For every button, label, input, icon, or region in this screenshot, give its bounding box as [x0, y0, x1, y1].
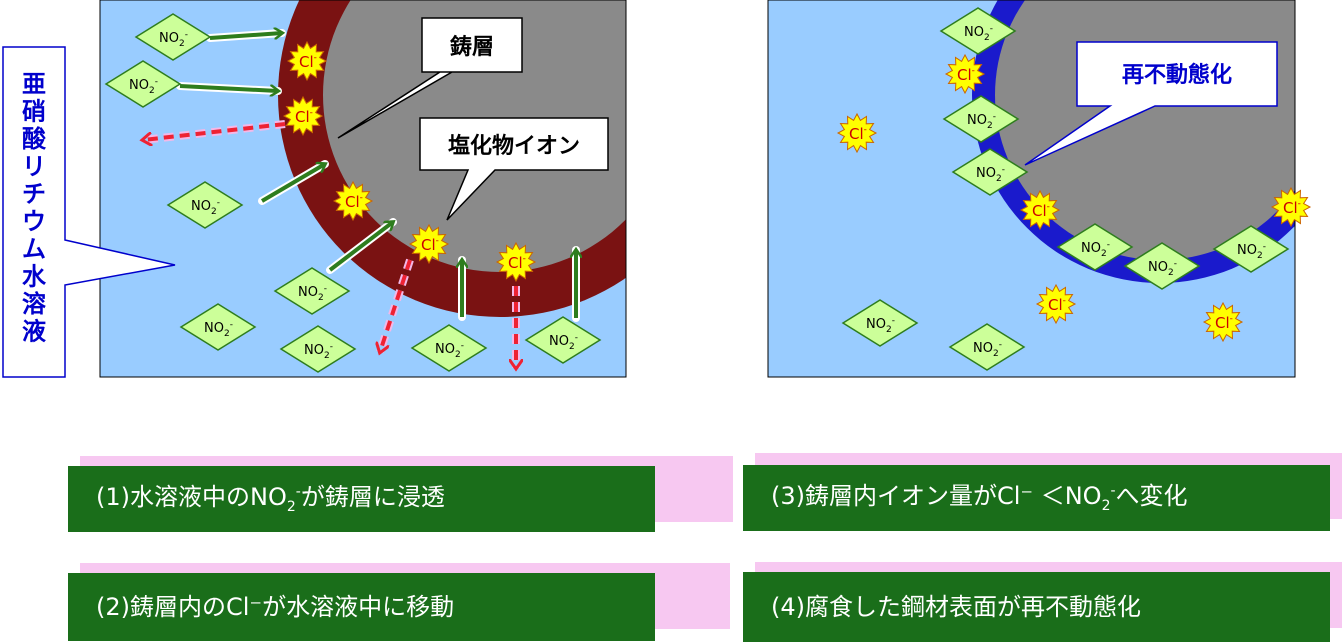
chloride-ion: Cl-	[1035, 283, 1077, 325]
nitrite-ion: NO2-	[948, 323, 1026, 371]
nitrite-inflow-arrows	[176, 33, 576, 322]
inflow-arrow	[209, 33, 282, 40]
chloride-ion: Cl-	[836, 112, 878, 154]
callout-rust: 鋳層	[337, 17, 523, 139]
nitrite-ion: NO2-	[841, 299, 919, 347]
chloride-ion: Cl-	[1202, 301, 1244, 343]
nitrite-ion: NO2-	[1123, 242, 1201, 290]
nitrite-label: NO2-	[964, 24, 993, 43]
chloride-label: Cl-	[849, 125, 867, 143]
nitrite-ion: NO2-	[1056, 223, 1134, 271]
chloride-ion: Cl-	[944, 53, 986, 95]
nitrite-ion: NO2-	[134, 13, 212, 61]
callout-rust-text: 鋳層	[450, 34, 494, 60]
nitrite-ion: NO2-	[1212, 225, 1290, 273]
nitrite-ion: NO2-	[524, 316, 602, 364]
callout-repassivation-bubble	[1024, 41, 1278, 166]
chloride-label: Cl-	[421, 236, 439, 254]
nitrite-label: NO2-	[1237, 242, 1266, 261]
chloride-label: Cl-	[957, 66, 975, 84]
callout-chloride-bubble	[419, 117, 609, 221]
nitrite-ion: NO2-	[410, 324, 488, 372]
chloride-ion: Cl-	[286, 40, 328, 82]
caption-step-4-text: (4)腐食した鋼材表面が再不動態化	[771, 593, 1141, 621]
chloride-label: Cl-	[1283, 199, 1301, 217]
ions-layer: NO2- NO2- Cl- Cl- NO2- Cl- NO2- Cl- Cl- NO2- NO2- N…	[104, 7, 1312, 373]
nitrite-label: NO2-	[866, 316, 895, 335]
callout-solution-bubble	[2, 46, 176, 378]
inflow-arrow	[179, 84, 278, 91]
chloride-label: Cl-	[299, 53, 317, 71]
callout-solution: 亜硝酸リチウム水溶液	[2, 46, 176, 378]
nitrite-ion: NO2-	[942, 95, 1020, 143]
inflow-arrow	[328, 222, 393, 272]
nitrite-label: NO2-	[304, 342, 333, 361]
chloride-ion: Cl-	[495, 241, 537, 283]
chloride-label: Cl-	[1032, 202, 1050, 220]
nitrite-ion: NO2-	[104, 60, 182, 108]
chloride-label: Cl-	[508, 254, 526, 272]
nitrite-label: NO2-	[204, 320, 233, 339]
nitrite-label: NO2-	[298, 284, 327, 303]
nitrite-label: NO2-	[1081, 240, 1110, 259]
callout-rust-bubble	[337, 17, 523, 139]
outflow-arrow	[143, 122, 286, 140]
nitrite-label: NO2-	[973, 340, 1002, 359]
nitrite-ion: NO2-	[273, 267, 351, 315]
inflow-arrow	[260, 164, 325, 203]
chloride-ion: Cl-	[332, 180, 374, 222]
caption-step-3-text: (3)鋳層内イオン量がCl⁻ ＜NO2-へ変化	[771, 481, 1188, 514]
callout-chloride: 塩化物イオン	[419, 117, 609, 221]
nitrite-label: NO2-	[967, 112, 996, 131]
solution-label: 亜硝酸リチウム水溶液	[22, 70, 47, 346]
chloride-label: Cl-	[295, 108, 313, 126]
caption-step-1-text: (1)水溶液中のNO2-が鋳層に浸透	[96, 482, 445, 515]
callout-repassivation: 再不動態化	[1024, 41, 1278, 166]
outflow-arrow	[380, 259, 412, 352]
nitrite-label: NO2-	[159, 30, 188, 49]
nitrite-label: NO2-	[435, 341, 464, 360]
chloride-label: Cl-	[345, 193, 363, 211]
chloride-ion: Cl-	[1019, 189, 1061, 231]
nitrite-label: NO2-	[976, 165, 1005, 184]
nitrite-ion: NO2-	[166, 181, 244, 229]
chloride-ion: Cl-	[282, 95, 324, 137]
nitrite-ion: NO2-	[939, 7, 1017, 55]
caption-step-2-text: (2)鋳層内のCl⁻が水溶液中に移動	[96, 593, 455, 621]
nitrite-ion: NO2-	[951, 148, 1029, 196]
chloride-outflow-arrows	[143, 120, 516, 368]
callout-repassivation-text: 再不動態化	[1122, 62, 1232, 88]
nitrite-label: NO2-	[191, 198, 220, 217]
nitrite-ion: NO2-	[279, 325, 357, 373]
chloride-label: Cl-	[1215, 314, 1233, 332]
nitrite-ion: NO2-	[179, 303, 257, 351]
chloride-ion: Cl-	[408, 223, 450, 265]
chloride-ion: Cl-	[1270, 186, 1312, 228]
nitrite-label: NO2-	[549, 333, 578, 352]
chloride-label: Cl-	[1048, 296, 1066, 314]
nitrite-label: NO2-	[1148, 259, 1177, 278]
nitrite-label: NO2-	[129, 77, 158, 96]
callout-chloride-text: 塩化物イオン	[448, 133, 580, 159]
